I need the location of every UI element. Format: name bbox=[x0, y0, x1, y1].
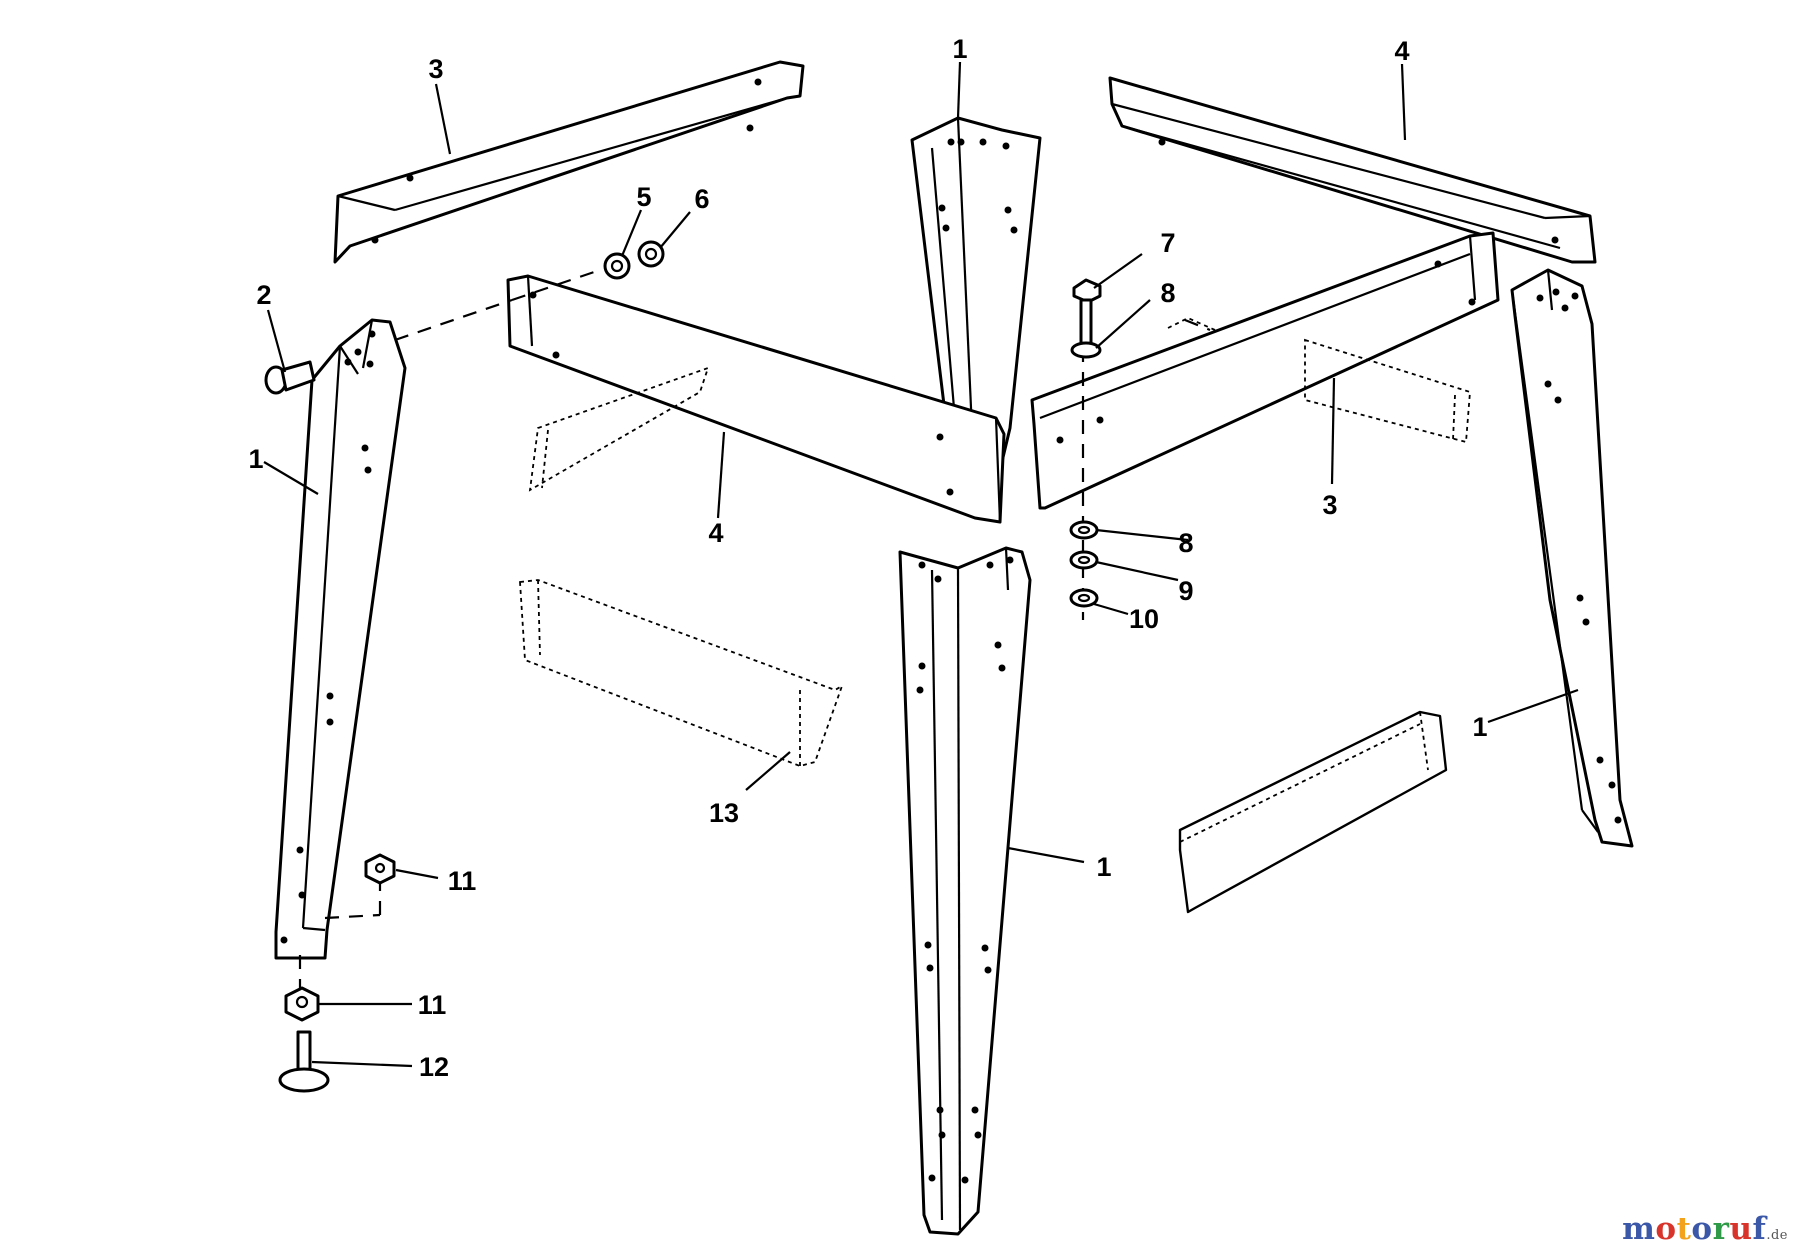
callout-1-center: 1 bbox=[1096, 852, 1111, 882]
watermark-letter: r bbox=[1712, 1211, 1730, 1247]
nut-11-lower bbox=[284, 986, 320, 1022]
leg-center-front bbox=[898, 546, 1032, 1236]
leader-lines bbox=[263, 61, 1579, 1068]
nut-11-upper bbox=[364, 853, 396, 885]
watermark-letter: u bbox=[1729, 1211, 1753, 1247]
callout-3-top-left: 3 bbox=[428, 54, 443, 84]
stretcher-front-right bbox=[1178, 710, 1448, 914]
nut-5 bbox=[603, 252, 631, 280]
watermark-letter: m bbox=[1622, 1211, 1656, 1247]
bolt-2 bbox=[264, 360, 316, 395]
washer-8-upper bbox=[1070, 341, 1102, 359]
callout-11-lower: 11 bbox=[418, 990, 447, 1020]
callout-9: 9 bbox=[1178, 576, 1193, 606]
callout-2: 2 bbox=[256, 280, 271, 310]
side-rail-top-right bbox=[1108, 76, 1597, 264]
callout-labels: 1 3 4 2 1 5 6 7 8 4 3 8 9 10 1 13 1 11 1… bbox=[248, 34, 1487, 1082]
callout-1-left: 1 bbox=[248, 444, 263, 474]
callout-3-right: 3 bbox=[1322, 490, 1337, 520]
watermark-letter: f bbox=[1752, 1211, 1767, 1247]
watermark-letter: t bbox=[1676, 1211, 1692, 1247]
washer-6 bbox=[637, 240, 665, 268]
watermark-suffix: .de bbox=[1766, 1228, 1788, 1243]
washer-9 bbox=[1069, 550, 1099, 570]
stretcher-phantom-right-top bbox=[1167, 317, 1216, 331]
callout-8-upper: 8 bbox=[1160, 278, 1175, 308]
stretcher-phantom-back-right bbox=[1304, 338, 1471, 444]
leveling-foot-12 bbox=[278, 1030, 330, 1093]
callout-4-top-right: 4 bbox=[1394, 36, 1409, 66]
callout-4-center: 4 bbox=[708, 518, 723, 548]
stretcher-front-left bbox=[519, 579, 844, 767]
watermark-letter: o bbox=[1691, 1211, 1713, 1247]
leg-right bbox=[1510, 268, 1634, 848]
lockwasher-8-lower bbox=[1069, 520, 1099, 540]
watermark-letter: o bbox=[1655, 1211, 1677, 1247]
callout-12: 12 bbox=[419, 1052, 449, 1082]
callout-7: 7 bbox=[1160, 228, 1175, 258]
apron-front-left bbox=[506, 274, 1006, 524]
side-rail-top-left bbox=[333, 60, 805, 264]
callout-8-lower: 8 bbox=[1178, 528, 1193, 558]
apron-front-right bbox=[1030, 231, 1500, 510]
callout-1-top: 1 bbox=[952, 34, 967, 64]
callout-1-right: 1 bbox=[1472, 712, 1487, 742]
bolt-7 bbox=[1072, 278, 1102, 350]
stretcher-phantom-back-left bbox=[528, 366, 710, 492]
callout-10: 10 bbox=[1129, 604, 1159, 634]
callout-11-upper: 11 bbox=[448, 866, 477, 896]
nut-10 bbox=[1069, 588, 1099, 608]
leg-left bbox=[274, 318, 407, 960]
callout-5: 5 bbox=[636, 182, 651, 212]
callout-6: 6 bbox=[694, 184, 709, 214]
watermark-logo: motoruf.de bbox=[1622, 1211, 1788, 1247]
callout-13: 13 bbox=[709, 798, 739, 828]
